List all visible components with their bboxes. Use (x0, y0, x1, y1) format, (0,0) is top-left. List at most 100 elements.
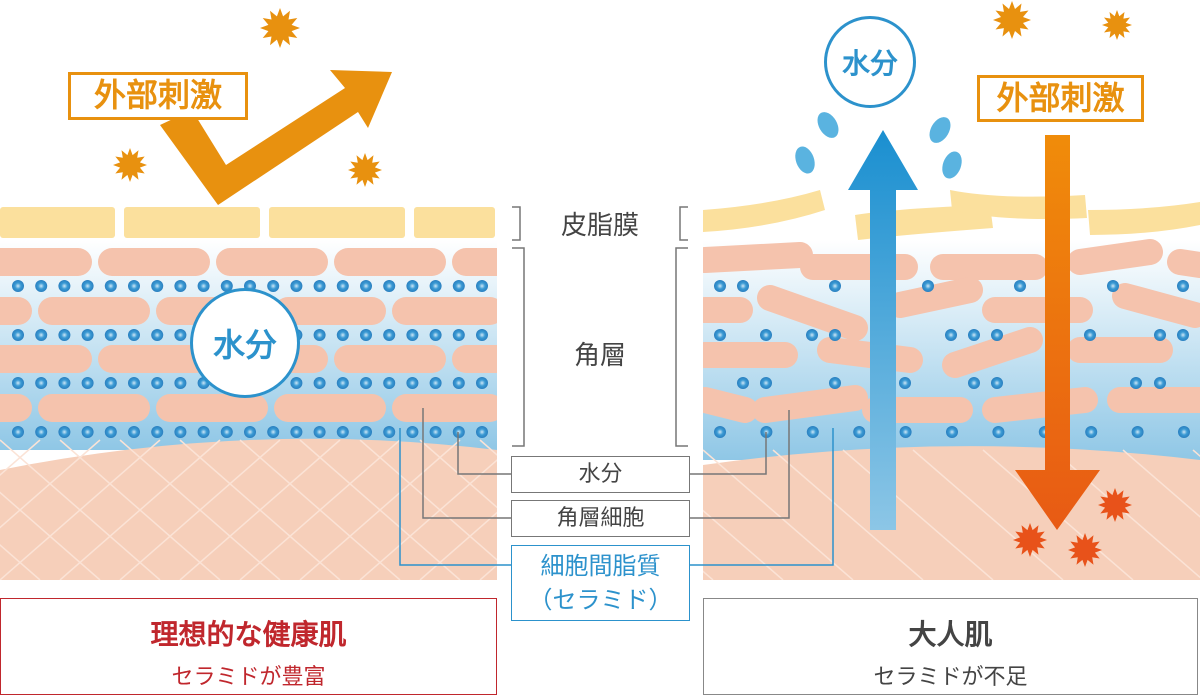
water-dot (383, 329, 396, 341)
dermis-line (0, 544, 41, 580)
dermis-line (0, 439, 101, 529)
water-dot (899, 426, 912, 438)
corneocyte (887, 277, 983, 318)
left-caption-sub: セラミドが豊富 (171, 665, 326, 690)
dermis-line (772, 449, 924, 580)
left-water-circle: 水分 (190, 288, 300, 398)
corneocyte (274, 394, 386, 422)
right-water-circle: 水分 (824, 16, 916, 108)
water-dot (35, 377, 48, 389)
corneocyte (703, 387, 758, 423)
water-dot (128, 329, 140, 341)
water-dot (81, 377, 94, 389)
water-dot (151, 377, 164, 389)
callout-lipid-line2: （セラミド） (528, 586, 673, 614)
sebum-block (124, 207, 260, 238)
water-dot (992, 426, 1005, 438)
corneocyte (752, 385, 868, 423)
dermis-line (419, 439, 497, 509)
water-dot (429, 329, 442, 341)
sebum-block (414, 207, 495, 238)
layer-bracket (512, 247, 525, 447)
corneocyte (942, 327, 1043, 378)
water-dot (760, 329, 772, 341)
water-dot (360, 329, 372, 341)
layer-bracket (675, 247, 688, 447)
water-dot (760, 377, 772, 389)
water-dot (829, 329, 841, 341)
callout-water: 水分 (511, 456, 690, 493)
corneocyte (0, 248, 92, 276)
water-dot (35, 329, 48, 341)
water-dot (12, 377, 24, 389)
burst-star-icon (993, 1, 1031, 39)
water-droplet-icon (942, 151, 962, 179)
corneocyte (38, 297, 150, 325)
leader-line (690, 428, 834, 566)
burst-star-icon (348, 153, 382, 187)
water-dot (313, 377, 326, 389)
water-dot (290, 280, 303, 292)
water-dot (429, 280, 442, 292)
corneocyte (38, 394, 150, 422)
corneocyte (334, 345, 446, 373)
dermis-line (0, 439, 41, 476)
water-dot (128, 280, 140, 292)
water-dot (290, 426, 303, 438)
water-dot (922, 280, 934, 292)
corneocyte (982, 387, 1098, 423)
water-dot (406, 377, 419, 389)
corneocyte (703, 242, 813, 273)
water-dot (174, 280, 187, 292)
corneocyte (0, 345, 92, 373)
water-droplet-icon (929, 117, 951, 143)
dermis-line (179, 439, 341, 580)
callout-intercellular-lipid: 細胞間脂質 （セラミド） (511, 545, 690, 621)
water-dot (829, 377, 841, 389)
corneocyte (757, 285, 868, 341)
sebum-label: 皮脂膜 (560, 211, 639, 241)
water-dot (383, 377, 396, 389)
water-dot (806, 426, 819, 438)
leader-line (399, 428, 511, 566)
corneocyte (334, 248, 446, 276)
water-dot (151, 329, 164, 341)
water-dot (991, 377, 1003, 389)
water-dot (313, 426, 326, 438)
water-dot (853, 426, 866, 438)
water-dot (429, 426, 442, 438)
water-dot (81, 329, 94, 341)
dermis-line (419, 511, 497, 580)
water-dot (58, 426, 71, 438)
water-dot (336, 280, 349, 292)
water-dot (151, 426, 164, 438)
corneocyte (1067, 239, 1163, 275)
water-dot (476, 329, 488, 341)
water-dot (128, 377, 140, 389)
water-dot (104, 377, 117, 389)
left-external-stimulus-label: 外部刺激 (68, 72, 248, 120)
burst-star-icon (113, 148, 147, 182)
water-droplet-icon (795, 146, 815, 174)
water-dot (313, 280, 326, 292)
corneocyte (98, 248, 210, 276)
water-dot (968, 377, 980, 389)
water-dot (806, 329, 818, 341)
dermis-line (912, 449, 1064, 580)
corneocyte (1167, 249, 1200, 278)
water-dot (945, 329, 957, 341)
burst-star-icon (1068, 533, 1102, 567)
reflect-arrow-icon (160, 70, 392, 205)
corneocyte (452, 345, 497, 373)
right-caption: 大人肌 セラミドが不足 (703, 598, 1198, 695)
layer-bracket (679, 206, 688, 241)
left-caption: 理想的な健康肌 セラミドが豊富 (0, 598, 497, 695)
leader-line (690, 410, 790, 519)
water-dot (174, 377, 187, 389)
water-dot (1178, 426, 1190, 438)
burst-star-icon (1102, 10, 1132, 40)
callout-corneocyte: 角層細胞 (511, 500, 690, 537)
water-dot (1107, 280, 1119, 292)
